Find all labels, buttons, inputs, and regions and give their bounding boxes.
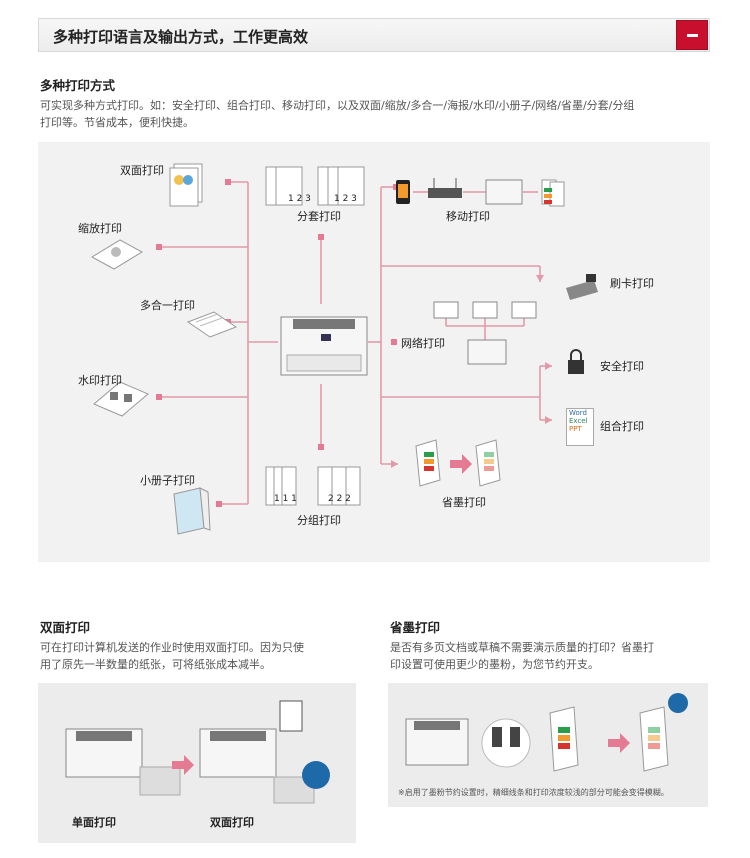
toner-illustration — [405, 693, 688, 772]
intro-title: 多种打印方式 — [40, 78, 116, 93]
toner-panel: ※启用了墨粉节约设置时，精细线条和打印浓度较浅的部分可能会变得模糊。 — [388, 683, 708, 807]
duplex-illustration — [65, 700, 330, 804]
duplex-line-2: 用了原先一半数量的纸张，可将纸张成本减半。 — [40, 658, 271, 671]
group-set-2: 2 2 2 — [328, 494, 351, 504]
watermark-label: 水印打印 — [78, 374, 122, 387]
duplex-title: 双面打印 — [40, 620, 91, 635]
duplex-panel: 单面打印 双面打印 — [38, 683, 356, 843]
group-label: 分组打印 — [297, 514, 341, 527]
duplex-line-1: 可在打印计算机发送的作业时使用双面打印。因为只使 — [40, 641, 304, 654]
secure-label: 安全打印 — [600, 360, 644, 373]
single-sided-label: 单面打印 — [72, 816, 116, 829]
nup-label: 多合一打印 — [140, 299, 195, 312]
intro-line-1: 可实现多种方式打印。如：安全打印、组合打印、移动打印，以及双面/缩放/多合一/海… — [40, 99, 635, 112]
header-title: 多种打印语言及输出方式，工作更高效 — [53, 28, 309, 46]
toner-label: 省墨打印 — [442, 496, 486, 509]
toner-line-1: 是否有多页文档或草稿不需要演示质量的打印？省墨打 — [390, 641, 654, 654]
toner-title: 省墨打印 — [390, 620, 441, 635]
print-modes-diagram: 双面打印 缩放打印 多合一打印 水印打印 小册子打印 分套打印 分组打印 移动打… — [38, 142, 710, 562]
collate-set-2: 1 2 3 — [334, 194, 357, 204]
duplex-label: 双面打印 — [120, 164, 164, 177]
booklet-label: 小册子打印 — [140, 474, 195, 487]
section-header: 多种打印语言及输出方式，工作更高效 — [38, 18, 710, 52]
intro-line-2: 打印等。节省成本，便利快捷。 — [40, 116, 194, 129]
collate-label: 分套打印 — [297, 210, 341, 223]
toner-note: ※启用了墨粉节约设置时，精细线条和打印浓度较浅的部分可能会变得模糊。 — [398, 788, 669, 797]
network-label: 网络打印 — [401, 337, 445, 350]
collapse-button[interactable] — [676, 20, 708, 50]
mobile-label: 移动打印 — [446, 210, 490, 223]
diagram-lines — [90, 163, 598, 535]
toner-line-2: 印设置可使用更少的墨粉，为您节约开支。 — [390, 658, 599, 671]
card-label: 刷卡打印 — [610, 277, 654, 290]
group-set-1: 1 1 1 — [274, 494, 297, 504]
collate-set-1: 1 2 3 — [288, 194, 311, 204]
office-docs-icon: Word Excel PPT — [566, 408, 594, 446]
combo-label: 组合打印 — [600, 420, 644, 433]
double-sided-label: 双面打印 — [210, 816, 254, 829]
zoom-label: 缩放打印 — [78, 222, 122, 235]
